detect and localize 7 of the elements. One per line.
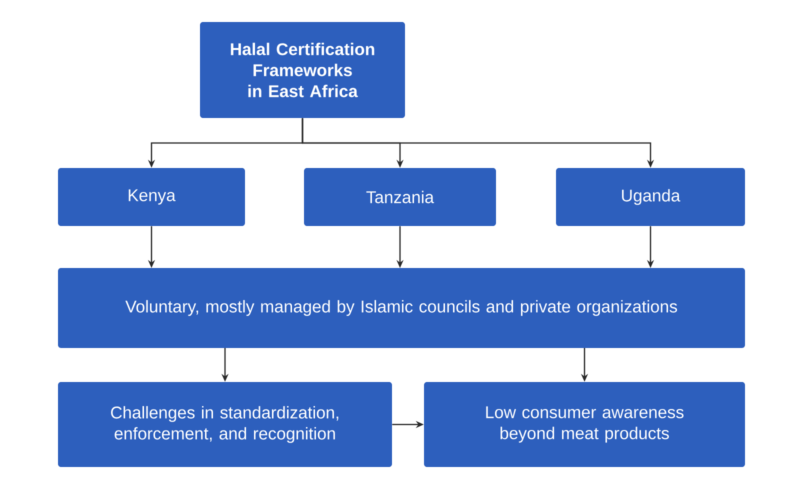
- process-box: Kenya: [58, 168, 245, 226]
- process-box: Uganda: [556, 168, 745, 226]
- process-box: Low consumer awareness beyond meat products: [424, 382, 745, 467]
- process-box: Voluntary, mostly managed by Islamic councils and private organizations: [58, 268, 745, 348]
- process-box: Challenges in standardization, enforcement, and recognition: [58, 382, 392, 467]
- process-box: Halal Certification Frameworks in East Africa: [200, 22, 405, 118]
- process-box: Tanzania: [304, 168, 496, 226]
